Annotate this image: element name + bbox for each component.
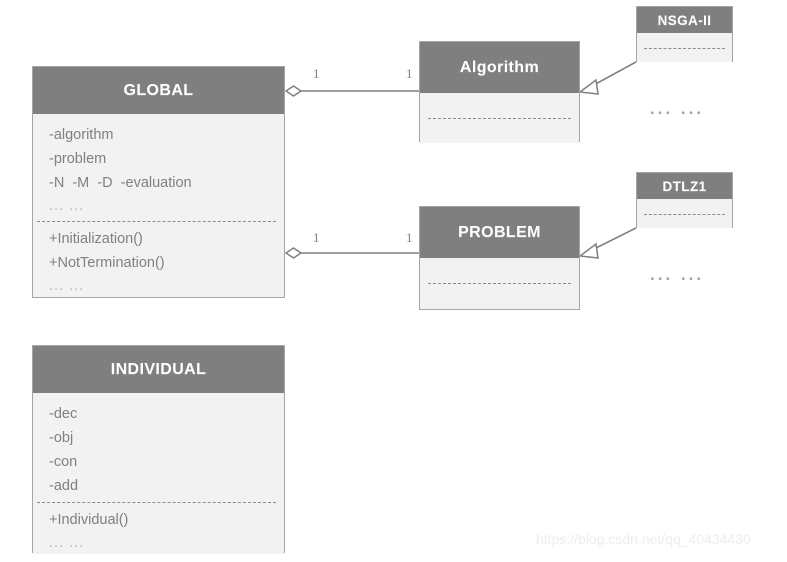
- class-body-global: -algorithm -problem -N -M -D -evaluation…: [33, 114, 284, 297]
- attribute-row: -add: [49, 478, 79, 494]
- generalization-line-dtlz1-problem: [591, 227, 637, 251]
- multiplicity-global-problem-target: 1: [406, 230, 413, 245]
- compartment-separator: [37, 221, 276, 222]
- class-box-individual[interactable]: INDIVIDUAL -dec -obj -con -add +Individu…: [32, 345, 285, 554]
- operations-ellipsis: ... ...: [49, 535, 85, 551]
- attribute-row: -con: [49, 454, 78, 470]
- class-box-algorithm[interactable]: Algorithm: [419, 41, 580, 143]
- attribute-row: -algorithm: [49, 127, 114, 143]
- compartment-separator: [37, 502, 276, 503]
- aggregation-diamond-algorithm: [284, 85, 303, 97]
- multiplicity-global-problem-source: 1: [313, 230, 320, 245]
- class-box-global[interactable]: GLOBAL -algorithm -problem -N -M -D -eva…: [32, 66, 285, 298]
- generalization-line-nsga2-algorithm: [591, 61, 637, 87]
- operation-row: +NotTermination(): [49, 255, 165, 271]
- class-box-problem[interactable]: PROBLEM: [419, 206, 580, 310]
- watermark-text: https://blog.csdn.net/qq_40434430: [536, 531, 751, 547]
- multiplicity-global-algorithm-target: 1: [406, 66, 413, 81]
- generalization-arrowhead-problem: [578, 242, 599, 259]
- attribute-row: -dec: [49, 406, 78, 422]
- class-box-nsga2[interactable]: NSGA-II: [636, 6, 733, 62]
- operations-ellipsis: ... ...: [49, 278, 85, 294]
- class-title-dtlz1: DTLZ1: [637, 173, 732, 199]
- attribute-row: -problem: [49, 151, 107, 167]
- class-body-dtlz1: [637, 199, 732, 228]
- attribute-row: -N -M -D -evaluation: [49, 175, 192, 191]
- class-body-problem: [420, 258, 579, 308]
- multiplicity-global-algorithm-source: 1: [313, 66, 320, 81]
- more-subclasses-ellipsis-problem: ... ...: [650, 265, 705, 284]
- class-title-global: GLOBAL: [33, 67, 284, 114]
- class-title-algorithm: Algorithm: [420, 42, 579, 93]
- class-body-algorithm: [420, 93, 579, 143]
- attributes-ellipsis: ... ...: [49, 198, 85, 214]
- operation-row: +Individual(): [49, 512, 129, 528]
- class-title-nsga2: NSGA-II: [637, 7, 732, 33]
- operation-row: +Initialization(): [49, 231, 143, 247]
- generalization-arrowhead-algorithm: [578, 78, 599, 95]
- attribute-row: -obj: [49, 430, 74, 446]
- more-subclasses-ellipsis-algorithm: ... ...: [650, 99, 705, 118]
- class-body-nsga2: [637, 33, 732, 62]
- class-title-problem: PROBLEM: [420, 207, 579, 258]
- class-body-individual: -dec -obj -con -add +Individual() ... ..…: [33, 393, 284, 554]
- aggregation-diamond-problem: [284, 247, 303, 259]
- class-title-individual: INDIVIDUAL: [33, 346, 284, 393]
- class-box-dtlz1[interactable]: DTLZ1: [636, 172, 733, 228]
